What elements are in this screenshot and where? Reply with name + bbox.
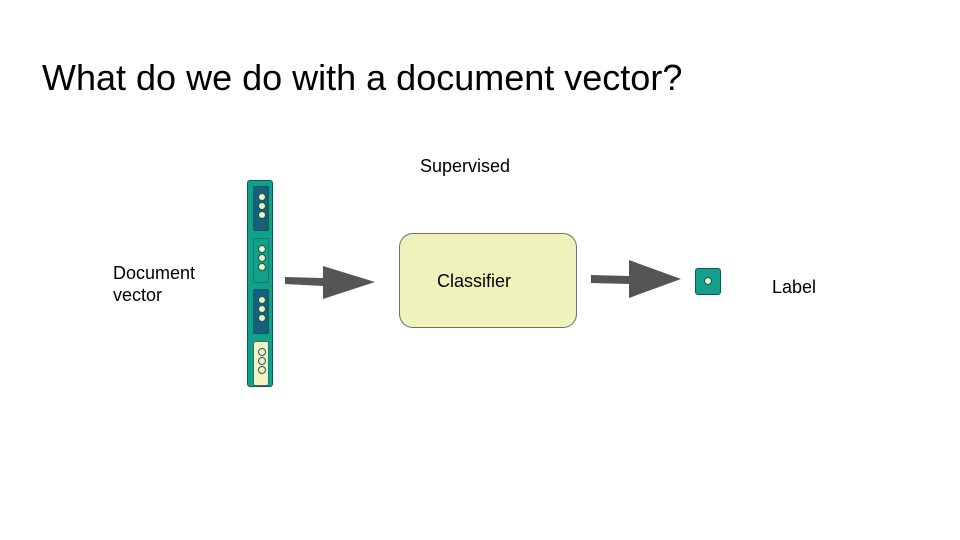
vector-unit <box>258 348 266 356</box>
arrow-right-icon <box>285 266 375 299</box>
vector-segment <box>253 289 269 334</box>
vector-unit <box>258 211 266 219</box>
vector-unit <box>258 314 266 322</box>
output-label-node <box>695 268 721 295</box>
classifier-box: Classifier <box>399 233 577 328</box>
vector-unit <box>258 202 266 210</box>
vector-unit <box>258 263 266 271</box>
output-unit <box>704 277 712 285</box>
document-vector-label-line1: Document <box>113 263 196 283</box>
vector-unit <box>258 245 266 253</box>
document-vector-label: Document vector <box>113 262 195 306</box>
vector-unit <box>258 193 266 201</box>
vector-segment <box>253 238 269 283</box>
supervised-label: Supervised <box>420 156 511 176</box>
classifier-label: Classifier <box>437 271 512 291</box>
document-vector <box>247 180 273 387</box>
output-label: Label <box>772 277 817 297</box>
vector-segment <box>253 186 269 231</box>
slide-title: What do we do with a document vector? <box>42 57 683 98</box>
vector-unit <box>258 296 266 304</box>
vector-unit <box>258 357 266 365</box>
document-vector-label-line2: vector <box>113 285 163 305</box>
vector-unit <box>258 254 266 262</box>
vector-unit <box>258 366 266 374</box>
vector-segment <box>253 341 269 386</box>
arrow-right-icon <box>591 260 681 298</box>
vector-unit <box>258 305 266 313</box>
